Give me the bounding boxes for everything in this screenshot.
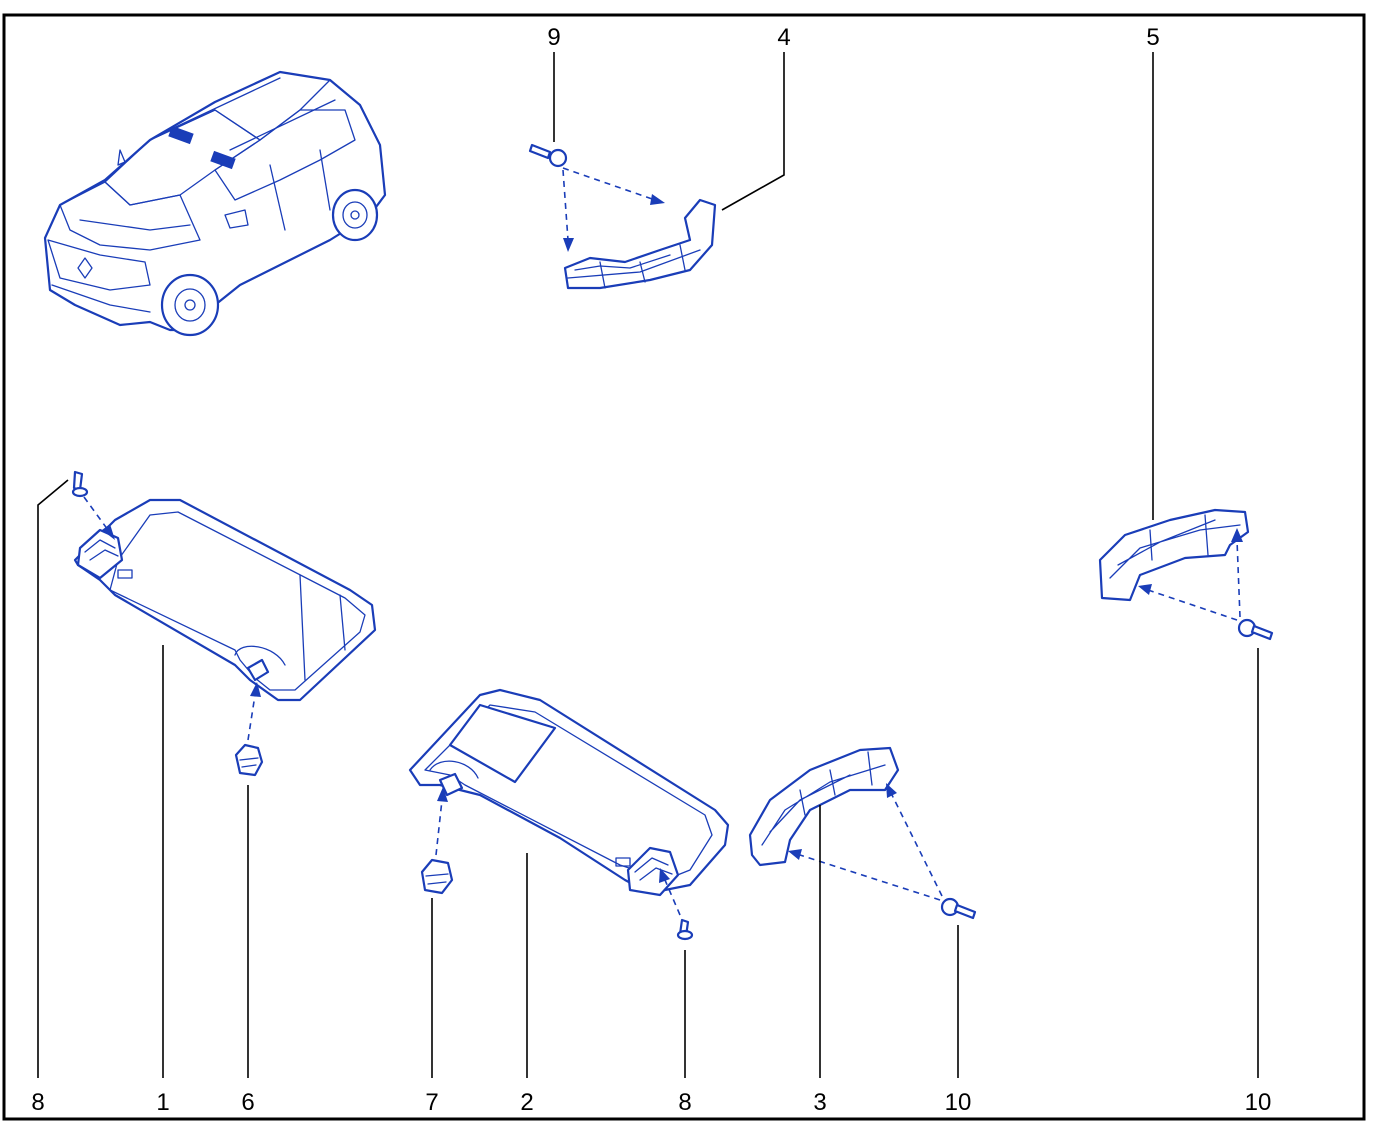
- screw-top: [528, 143, 568, 168]
- callout-1: 1: [156, 1089, 169, 1116]
- callout-10-mid: 10: [945, 1089, 972, 1116]
- callout-9: 9: [547, 24, 560, 51]
- screw-mid: [676, 918, 694, 941]
- clip-left: [234, 743, 264, 777]
- callout-4: 4: [777, 24, 790, 51]
- grab-handle-right: [1098, 508, 1250, 602]
- callout-6: 6: [241, 1089, 254, 1116]
- sun-visor-mid: [408, 688, 730, 897]
- callout-10-right: 10: [1245, 1089, 1272, 1116]
- grab-handle-top: [563, 198, 717, 290]
- bolt-mid: [940, 897, 977, 920]
- grab-handle-mid: [748, 746, 900, 867]
- callout-7: 7: [425, 1089, 438, 1116]
- callout-2: 2: [520, 1089, 533, 1116]
- callout-8-mid: 8: [678, 1089, 691, 1116]
- bolt-right: [1237, 618, 1274, 641]
- screw-left: [71, 470, 89, 498]
- callout-5: 5: [1146, 24, 1159, 51]
- sun-visor-left: [73, 498, 377, 702]
- clip-mid: [420, 858, 454, 895]
- callout-3: 3: [813, 1089, 826, 1116]
- vehicle-illustration: [43, 70, 387, 337]
- callout-8-left: 8: [31, 1089, 44, 1116]
